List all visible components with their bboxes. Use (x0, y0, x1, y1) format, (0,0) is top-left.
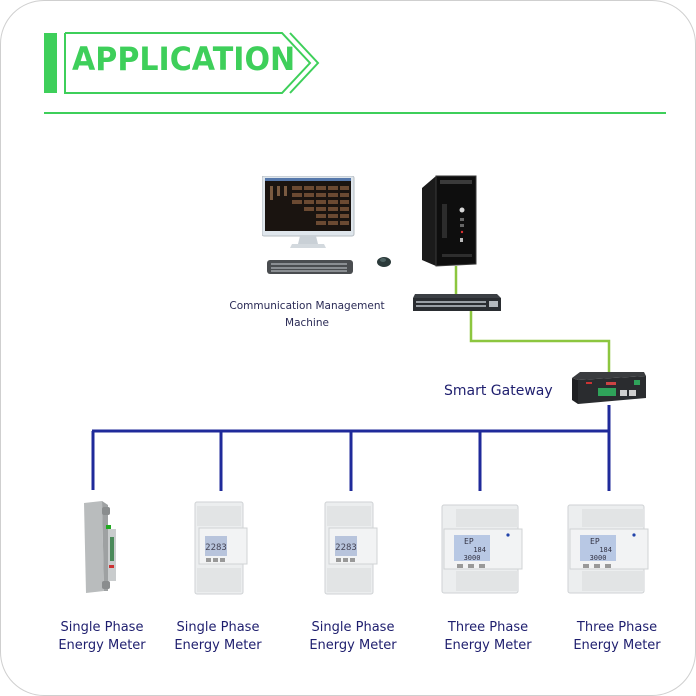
management-machine-label: Communication Management Machine (222, 298, 392, 332)
din-rail-meter-3p-icon: EP 184 3000 (441, 504, 523, 594)
meter-label-4-line2: Energy Meter (444, 638, 532, 653)
din-rail-meter-1p-icon: 2283 (194, 501, 248, 595)
meter-label-2-line2: Energy Meter (174, 638, 262, 653)
meter-3-display: 2283 (335, 543, 357, 553)
meter-label-1: Single Phase Energy Meter (37, 619, 167, 655)
meter-5-display-mid: 184 (599, 546, 612, 554)
meter-4-display-mid: 184 (473, 546, 486, 554)
meter-2-display: 2283 (205, 543, 227, 553)
meter-label-3: Single Phase Energy Meter (288, 619, 418, 655)
meter-label-3-line1: Single Phase (311, 620, 395, 635)
meter-5-display-top: EP (590, 537, 600, 546)
gateway-label: Smart Gateway (444, 383, 553, 399)
ethernet-lines (454, 266, 611, 372)
management-machine-label-line1: Communication Management (229, 300, 385, 312)
din-rail-meter-3p-icon: EP 184 3000 (567, 504, 649, 594)
meter-label-1-line1: Single Phase (60, 620, 144, 635)
meter-label-5: Three Phase Energy Meter (552, 619, 682, 655)
meter-label-4: Three Phase Energy Meter (423, 619, 553, 655)
header-accent-bar (44, 33, 57, 93)
meter-4-display-top: EP (464, 537, 474, 546)
din-rail-meter-1p-icon: 2283 (324, 501, 378, 595)
meter-label-5-line1: Three Phase (576, 620, 658, 635)
computer-workstation-icon (262, 176, 355, 274)
meter-label-3-line2: Energy Meter (309, 638, 397, 653)
din-rail-meter-1p-slim-icon (84, 501, 116, 593)
mouse-icon (377, 257, 391, 267)
header-divider (44, 112, 666, 114)
switch-to-gateway-line (469, 311, 611, 372)
gateway-device-icon (572, 372, 646, 404)
meter-label-2-line1: Single Phase (176, 620, 260, 635)
header-arrow-frame (64, 32, 320, 94)
meter-4-display-bot: 3000 (464, 554, 481, 562)
meter-label-2: Single Phase Energy Meter (153, 619, 283, 655)
meter-label-5-line2: Energy Meter (573, 638, 661, 653)
server-tower-icon (422, 175, 477, 267)
meter-label-1-line2: Energy Meter (58, 638, 146, 653)
network-switch-icon (413, 294, 501, 311)
rs485-bus (91, 405, 611, 491)
management-machine-label-line2: Machine (285, 317, 329, 329)
meter-5-display-bot: 3000 (590, 554, 607, 562)
page-title: APPLICATION (72, 40, 296, 78)
meter-label-4-line1: Three Phase (447, 620, 529, 635)
